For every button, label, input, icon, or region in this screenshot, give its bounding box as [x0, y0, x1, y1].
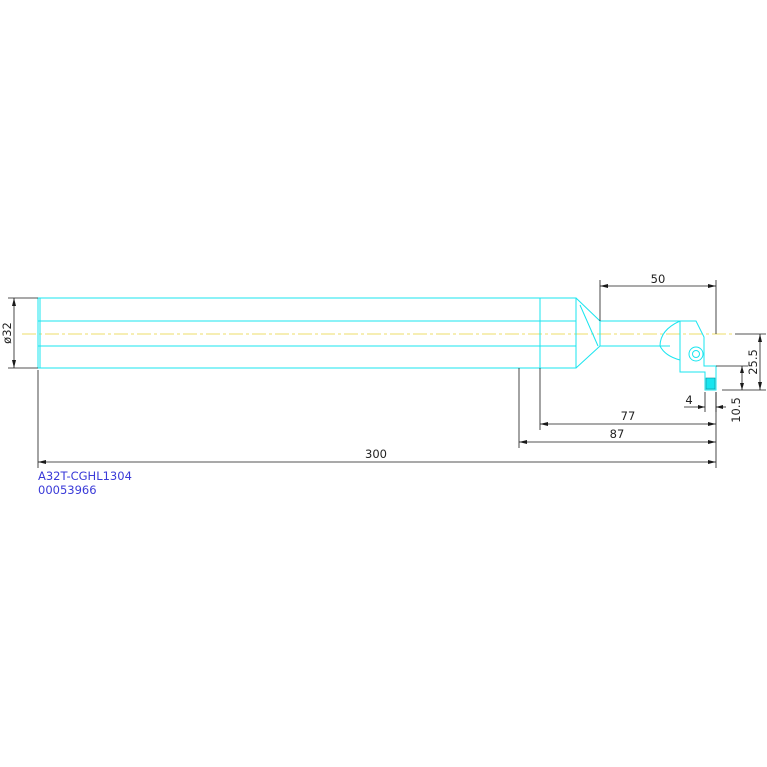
dim-77-text: 77 — [621, 409, 636, 423]
dim-overall-length: 300 — [37, 370, 717, 468]
dim-diameter-text: ø32 — [0, 322, 14, 344]
cutting-insert — [705, 377, 716, 390]
dim-10-5-text: 10.5 — [729, 397, 743, 423]
tool-shank — [37, 297, 577, 369]
dim-10-5: 10.5 — [716, 365, 748, 423]
dim-87-text: 87 — [610, 427, 625, 441]
dim-77: 77 — [539, 368, 716, 430]
dim-25-5-text: 25.5 — [746, 349, 760, 375]
dim-diameter: ø32 — [0, 297, 38, 369]
tool-head — [659, 320, 717, 391]
dim-25-5: 25.5 — [722, 333, 766, 391]
dim-50: 50 — [599, 272, 717, 334]
dim-87: 87 — [518, 368, 716, 448]
dim-4-text: 4 — [685, 393, 692, 407]
tool-neck — [575, 297, 680, 369]
drawing-number: 00053966 — [38, 483, 97, 497]
dim-4: 4 — [684, 392, 726, 412]
dim-50-text: 50 — [651, 272, 666, 286]
dim-overall-length-text: 300 — [365, 447, 387, 461]
clamp-screw-icon — [688, 346, 704, 362]
part-number: A32T-CGHL1304 — [38, 469, 132, 483]
